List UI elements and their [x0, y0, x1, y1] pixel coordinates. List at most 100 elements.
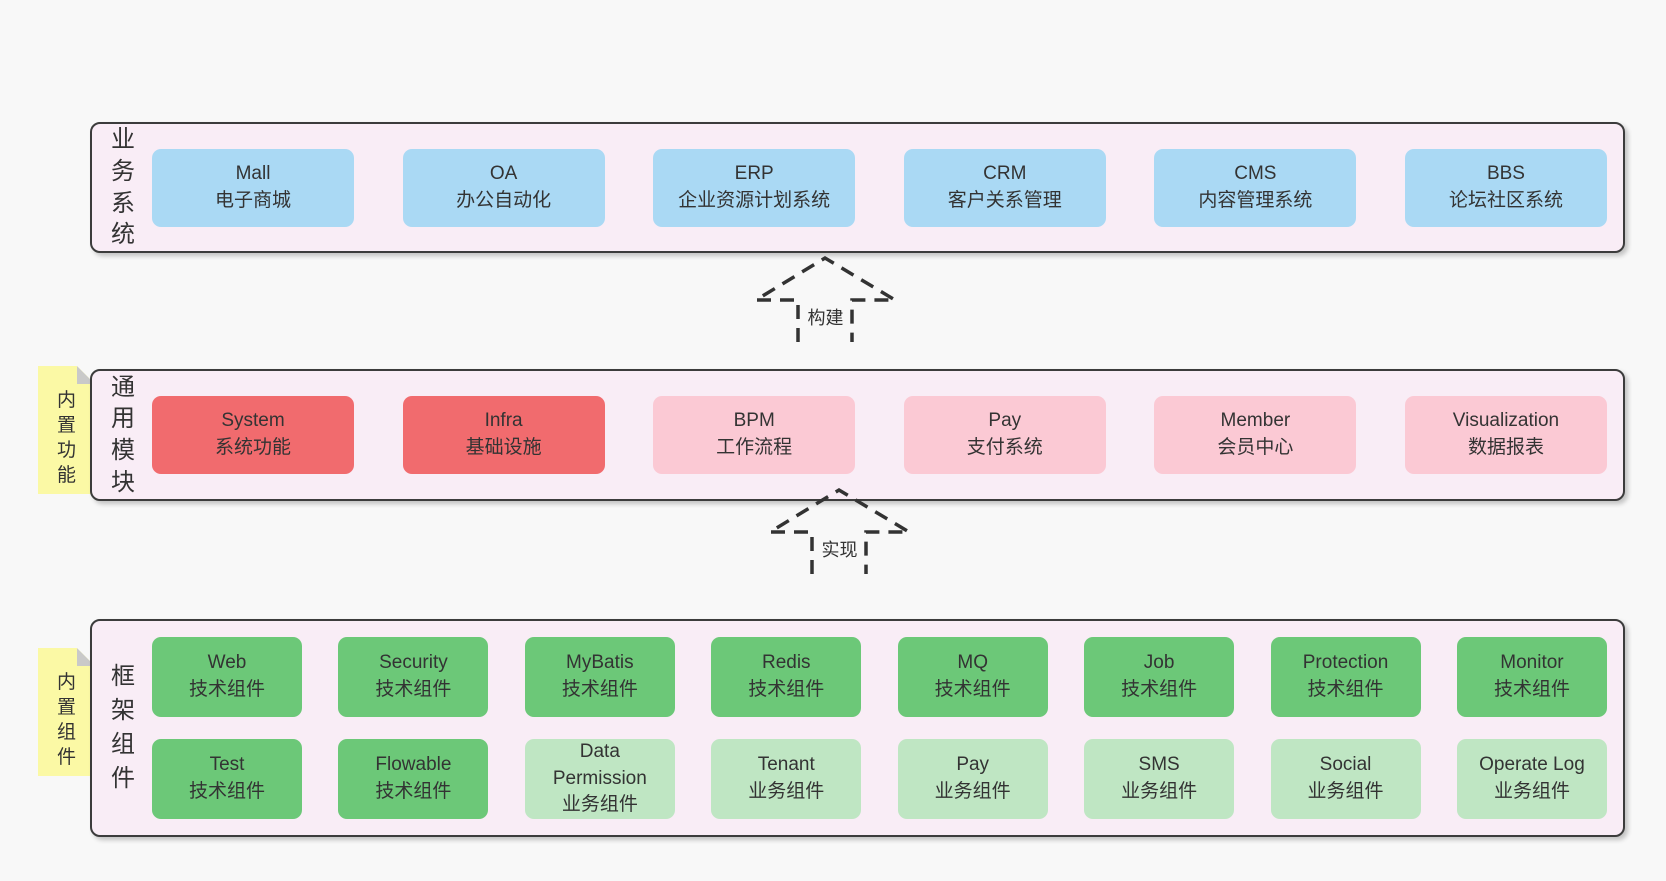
dashed-up-arrow-icon [749, 255, 902, 342]
box-subtitle: 技术组件 [1307, 679, 1384, 700]
box-title: BBS [1486, 162, 1525, 184]
box-title: CMS [1234, 162, 1277, 184]
box-pay-module: Pay 支付系统 [903, 396, 1106, 474]
box-title: Redis [761, 652, 811, 674]
box-subtitle: 技术组件 [375, 781, 452, 802]
box-subtitle: 技术组件 [188, 781, 265, 802]
box-title: Social [1319, 754, 1372, 776]
box-subtitle: 技术组件 [748, 679, 825, 700]
box-subtitle: 技术组件 [561, 679, 638, 700]
box-subtitle: 技术组件 [934, 679, 1011, 700]
implement-arrow: 实现 [762, 486, 917, 576]
box-title: OA [489, 162, 518, 184]
box-web: Web 技术组件 [152, 637, 302, 717]
box-subtitle: 会员中心 [1217, 437, 1294, 458]
box-subtitle: 基础设施 [465, 437, 542, 458]
box-title: Visualization [1452, 410, 1560, 432]
box-system: System 系统功能 [152, 396, 354, 474]
box-title: BPM [733, 410, 775, 432]
box-visualization: Visualization 数据报表 [1404, 396, 1607, 474]
box-subtitle: 数据报表 [1467, 437, 1544, 458]
box-title: SMS [1138, 754, 1180, 776]
box-title: Pay [988, 410, 1022, 432]
section-framework-components: 框架组件 Web 技术组件 Security 技术组件 MyBatis 技术组件… [90, 619, 1625, 837]
box-subtitle: 系统功能 [214, 437, 291, 458]
section-label-framework: 框架组件 [111, 662, 135, 793]
section-business-systems: 业务系统 Mall 电子商城 OA 办公自动化 ERP 企业资源计划系统 CRM… [90, 122, 1625, 253]
box-member: Member 会员中心 [1154, 396, 1357, 474]
box-title: Web [207, 652, 247, 674]
section-common-modules: 通用模块 System 系统功能 Infra 基础设施 BPM 工作流程 Pay… [90, 369, 1625, 501]
box-title: Flowable [375, 754, 452, 776]
box-title: Member [1220, 410, 1291, 432]
box-test: Test 技术组件 [152, 739, 302, 819]
box-subtitle: 电子商城 [214, 189, 291, 211]
build-arrow: 构建 [748, 254, 903, 344]
box-title: Infra [484, 410, 523, 432]
framework-row-2: Test 技术组件 Flowable 技术组件 Data Permission … [152, 739, 1607, 819]
box-title: Protection [1302, 652, 1389, 674]
box-crm: CRM 客户关系管理 [903, 148, 1106, 227]
box-title: Operate Log [1479, 754, 1585, 776]
build-arrow-label: 构建 [804, 304, 847, 330]
box-subtitle: 业务组件 [561, 794, 638, 816]
box-subtitle: 技术组件 [375, 679, 452, 700]
framework-boxes-area: Web 技术组件 Security 技术组件 MyBatis 技术组件 Redi… [138, 621, 1623, 835]
box-title: Monitor [1500, 652, 1564, 674]
box-title: System [221, 410, 285, 432]
box-data-permission: Data Permission 业务组件 [524, 739, 675, 819]
implement-arrow-label: 实现 [818, 536, 861, 562]
box-oa: OA 办公自动化 [402, 148, 605, 227]
modules-boxes-row: System 系统功能 Infra 基础设施 BPM 工作流程 Pay 支付系统… [138, 371, 1623, 499]
box-redis: Redis 技术组件 [711, 637, 862, 717]
box-title: Pay [956, 754, 990, 776]
box-cms: CMS 内容管理系统 [1154, 148, 1357, 227]
box-subtitle: 内容管理系统 [1198, 189, 1313, 211]
box-title: MyBatis [566, 652, 634, 674]
box-subtitle: 技术组件 [1121, 679, 1198, 700]
box-subtitle: 工作流程 [716, 437, 793, 458]
section-label-business: 业务系统 [111, 126, 135, 249]
box-title: Tenant [757, 754, 815, 776]
box-monitor: Monitor 技术组件 [1456, 637, 1607, 717]
box-title: MQ [957, 652, 988, 674]
box-title: Job [1143, 652, 1175, 674]
box-mall: Mall 电子商城 [152, 148, 354, 227]
box-flowable: Flowable 技术组件 [338, 739, 489, 819]
section-label-modules: 通用模块 [111, 373, 135, 496]
box-title: Security [379, 652, 448, 674]
box-title: Mall [235, 162, 271, 184]
box-infra: Infra 基础设施 [402, 396, 605, 474]
sticky-label: 内置功能 [56, 390, 76, 487]
box-subtitle: 支付系统 [966, 437, 1043, 458]
box-mq: MQ 技术组件 [897, 637, 1048, 717]
box-pay-component: Pay 业务组件 [897, 739, 1048, 819]
box-subtitle: 业务组件 [1121, 781, 1198, 802]
box-subtitle: 技术组件 [188, 679, 265, 700]
box-subtitle: 客户关系管理 [947, 189, 1062, 211]
box-subtitle: 办公自动化 [456, 189, 552, 211]
box-operate-log: Operate Log 业务组件 [1456, 739, 1607, 819]
box-tenant: Tenant 业务组件 [711, 739, 862, 819]
business-boxes-row: Mall 电子商城 OA 办公自动化 ERP 企业资源计划系统 CRM 客户关系… [138, 124, 1623, 251]
box-title: ERP [734, 162, 774, 184]
box-subtitle: 业务组件 [748, 781, 825, 802]
box-erp: ERP 企业资源计划系统 [653, 148, 856, 227]
box-title: Data Permission [552, 740, 647, 789]
box-subtitle: 业务组件 [1493, 781, 1570, 802]
dashed-up-arrow-icon [763, 487, 916, 574]
box-sms: SMS 业务组件 [1084, 739, 1235, 819]
framework-row-1: Web 技术组件 Security 技术组件 MyBatis 技术组件 Redi… [152, 637, 1607, 717]
box-protection: Protection 技术组件 [1270, 637, 1421, 717]
box-title: Test [209, 754, 245, 776]
box-mybatis: MyBatis 技术组件 [524, 637, 675, 717]
box-security: Security 技术组件 [338, 637, 489, 717]
box-subtitle: 技术组件 [1493, 679, 1570, 700]
box-subtitle: 业务组件 [934, 781, 1011, 802]
box-subtitle: 论坛社区系统 [1448, 189, 1563, 211]
box-job: Job 技术组件 [1084, 637, 1235, 717]
box-bpm: BPM 工作流程 [653, 396, 856, 474]
sticky-note-built-in-features: 内置功能 [38, 366, 95, 494]
box-title: CRM [983, 162, 1027, 184]
sticky-note-built-in-components: 内置组件 [38, 648, 95, 776]
